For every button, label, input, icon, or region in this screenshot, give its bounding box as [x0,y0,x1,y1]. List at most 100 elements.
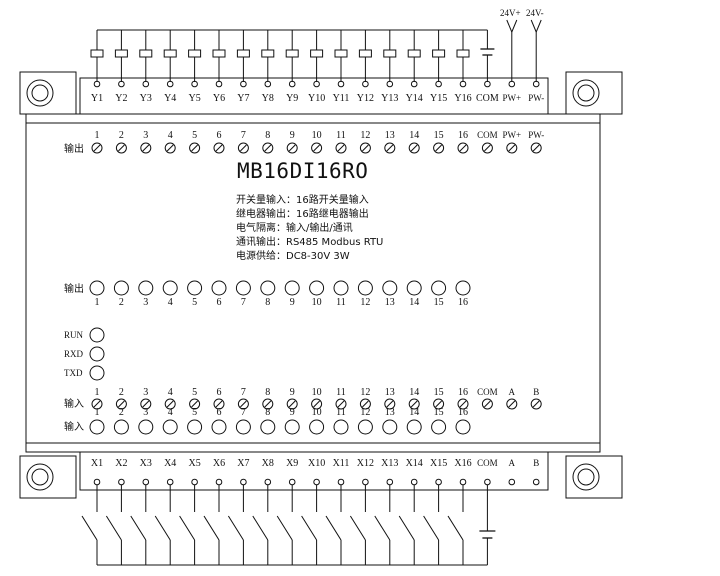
load-symbol [212,49,226,58]
output-led [138,280,154,296]
top-terminal-label: Y13 [381,93,398,104]
output-led-label: 9 [290,297,295,308]
top-terminal-pin [264,80,272,88]
top-terminal-label: Y14 [406,93,423,104]
input-led [187,419,203,435]
top-terminal-label: Y11 [333,93,350,104]
input-terminal-label: 2 [119,387,124,398]
input-terminal-label: 10 [312,387,322,398]
screw-slot [264,400,272,408]
screw-slot [313,144,320,152]
screw-head [140,142,152,154]
output-terminal-label: 15 [434,130,444,141]
input-led-label: 16 [458,407,468,418]
input-terminal-label: 1 [95,387,100,398]
screw-head [311,398,323,410]
input-terminal-label: 3 [143,387,148,398]
screw-head [91,398,103,410]
bottom-terminal-pin [435,478,442,486]
top-terminal-label: Y3 [140,93,152,104]
screw-slot [362,400,369,408]
model-name: MB16DI16RO [237,159,368,183]
input-terminal-label: 14 [409,387,419,398]
screw-slot [532,400,540,408]
input-terminal-label: 7 [241,387,246,398]
output-led [260,280,276,296]
output-led [309,280,325,296]
screw-slot [386,144,394,152]
output-led-label: 5 [192,297,197,308]
bottom-terminal-label: X6 [213,458,225,469]
input-led [284,419,300,435]
screw-slot [215,400,223,408]
load-symbol [163,49,177,58]
bottom-terminal-pin [508,478,516,486]
bottom-terminal-pin [166,478,174,486]
input-led-label: 8 [265,407,270,418]
screw-head [262,142,274,154]
screw-slot [459,400,467,408]
screw-head [286,398,298,410]
screw-slot [118,400,125,408]
output-led-label: 8 [265,297,270,308]
input-led-label: 15 [434,407,444,418]
input-terminal-label: 12 [360,387,370,398]
screw-slot [93,144,101,152]
output-led-row-label: 输出 [64,282,84,295]
screw-slot [288,400,296,408]
input-terminal-label: 4 [168,387,173,398]
output-terminal-row-label: 输出 [64,142,84,155]
screw-slot [410,144,418,152]
output-terminal-label: 1 [95,130,100,141]
input-terminal-label: A [509,387,516,397]
bottom-terminal-label: X10 [308,458,325,469]
input-switch [423,515,440,541]
output-led [382,280,398,296]
input-terminal-screw [506,398,518,410]
top-terminal-pin [191,80,198,88]
screw-head [286,142,298,154]
output-relay-wiring [90,19,542,82]
input-terminal-screw [433,398,445,410]
screw-slot [459,144,467,152]
top-terminal-pin [240,80,247,88]
top-terminal-label: Y15 [430,93,447,104]
input-terminal-label: 11 [336,387,346,398]
bottom-terminal-label: X14 [406,458,423,469]
screw-slot [386,400,394,408]
screw-head [262,398,274,410]
input-switch [179,515,196,541]
power-input-arrow [530,19,537,33]
top-terminal-pin [435,80,442,88]
load-symbol [407,49,421,58]
bottom-terminal-label: X16 [454,458,471,469]
load-symbol [90,49,104,58]
mounting-hole-inner [31,84,49,102]
screw-slot [435,144,442,152]
input-terminal-label: 5 [192,387,197,398]
spec-list: 开关量输入：16路开关量输入 继电器输出：16路继电器输出 电气隔离：输入/输出… [236,193,383,262]
input-terminal-screw [530,398,542,410]
load-symbol [358,49,372,58]
screw-head [115,398,127,410]
input-terminal-screw [262,398,274,410]
bottom-terminal-label: X9 [286,458,298,469]
output-terminal-screw [140,142,152,154]
output-terminal-screw [408,142,420,154]
input-switch [252,515,269,541]
screw-slot [484,144,491,152]
screw-head [481,398,493,410]
screw-head [384,398,396,410]
output-led-label: 13 [385,297,395,308]
bottom-terminal-label: X1 [91,458,103,469]
input-led-label: 1 [95,407,100,418]
input-terminal-label: 9 [290,387,295,398]
top-terminal-label: Y7 [237,93,249,104]
mounting-hole [572,79,600,107]
screw-head [311,142,323,154]
screw-head [164,398,176,410]
screw-head [91,142,103,154]
bottom-terminal-label: COM [477,458,498,468]
module-housing [25,113,601,453]
